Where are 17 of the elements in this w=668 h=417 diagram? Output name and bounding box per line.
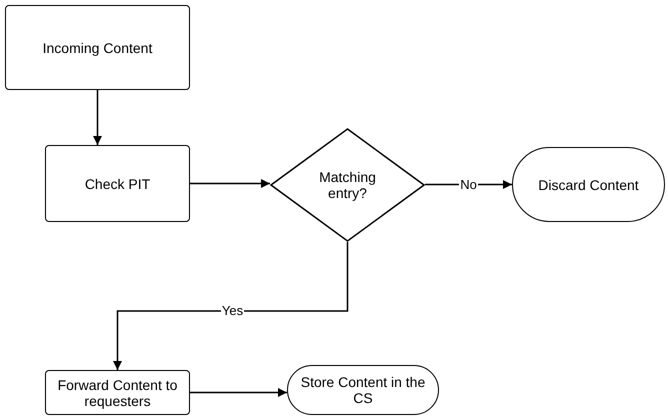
process-box [45, 370, 190, 415]
node-text: Matching entry? [318, 168, 377, 203]
node-text: Discard Content [537, 176, 640, 194]
arrow [93, 90, 102, 145]
node-text: Store Content in the CS [300, 373, 426, 408]
arrow [190, 388, 287, 397]
process-box [5, 5, 190, 90]
arrow [113, 242, 348, 370]
process-box [45, 145, 190, 222]
node-text: Forward Content to requesters [56, 376, 178, 410]
node-text: Incoming Content [42, 38, 154, 58]
edge-label: Yes [220, 304, 244, 318]
node-text: Check PIT [84, 174, 152, 194]
edge-label: No [459, 178, 478, 192]
decision-diamond [270, 128, 425, 242]
arrow [190, 179, 270, 188]
terminal-pill [287, 365, 439, 415]
